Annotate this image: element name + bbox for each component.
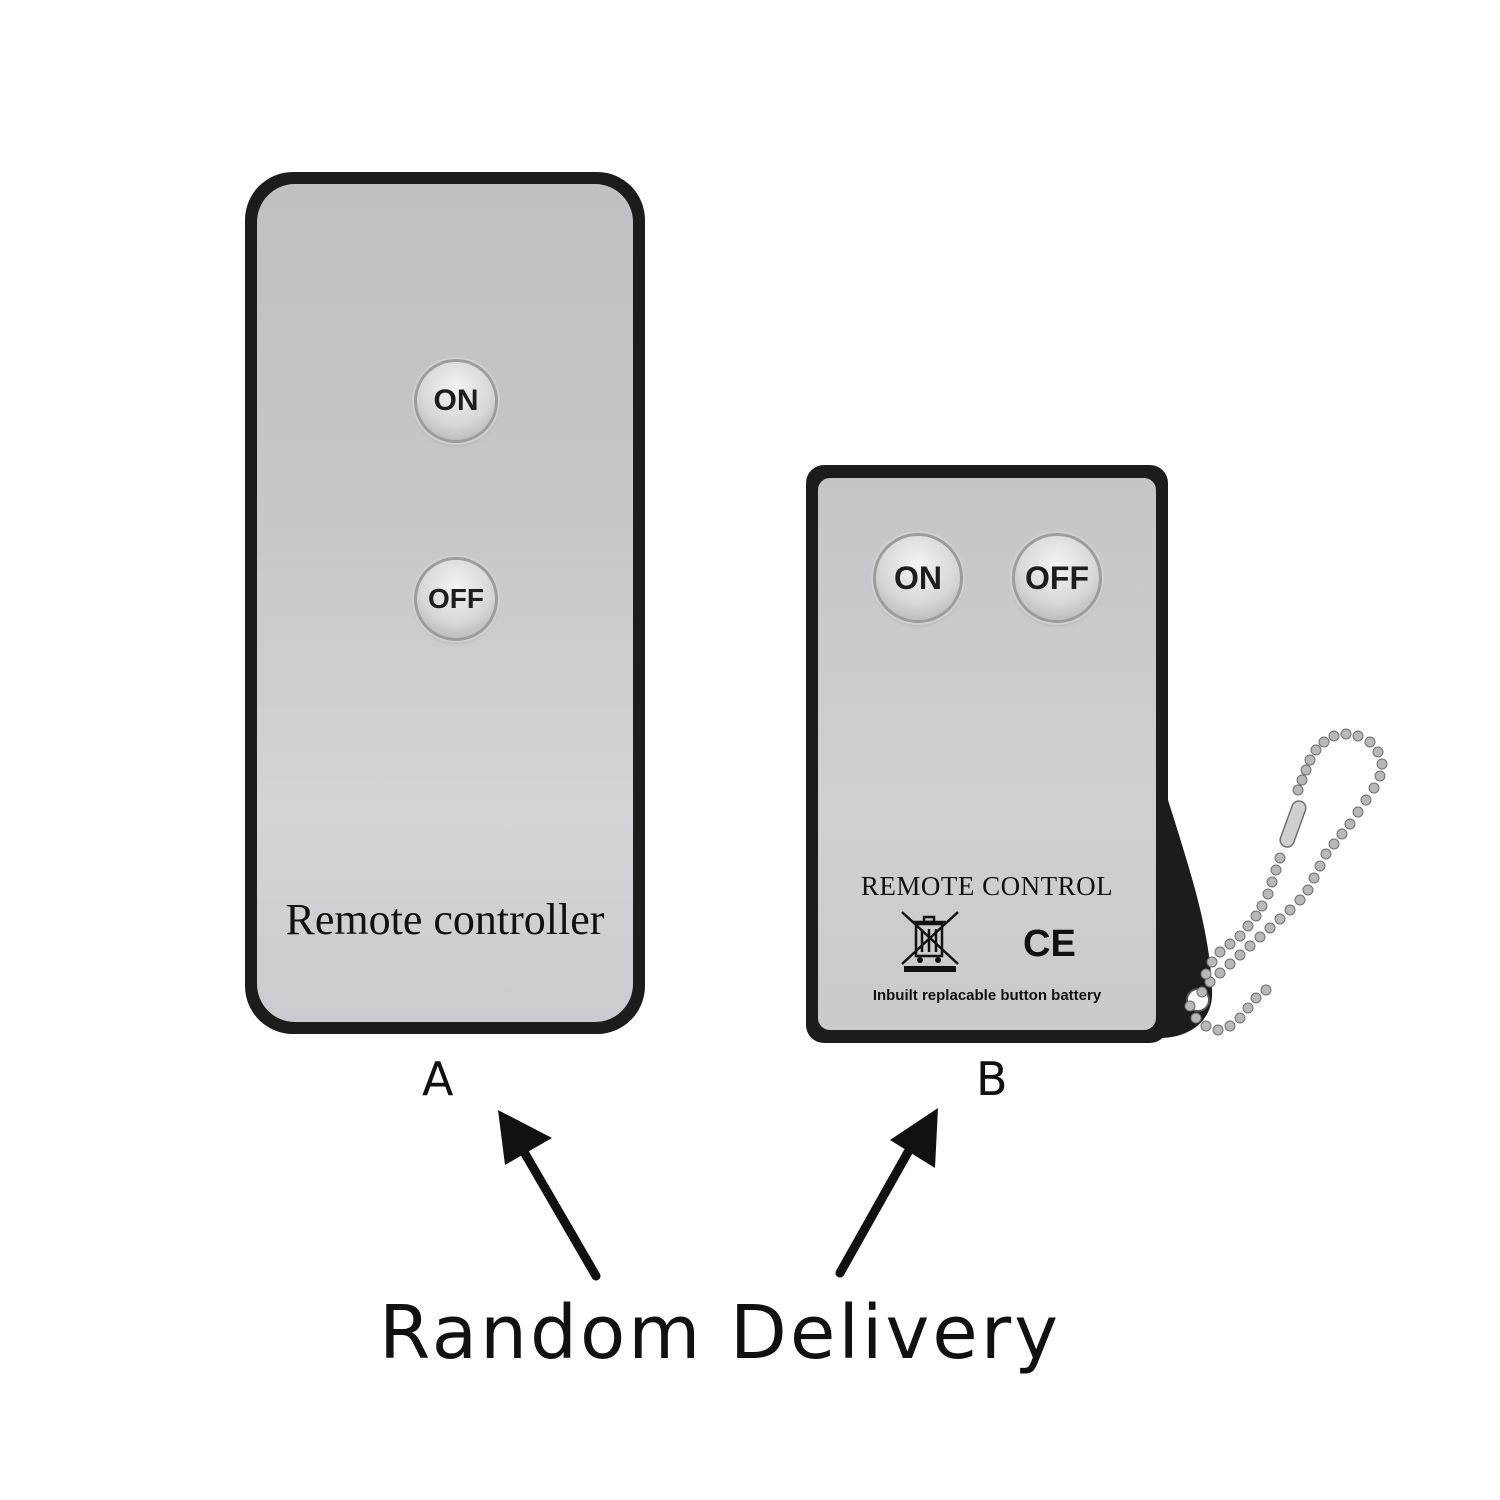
caption-text: Random Delivery xyxy=(378,1290,1062,1376)
remote-a-label: Remote controller xyxy=(285,895,605,944)
label-a: A xyxy=(422,1052,454,1106)
remote-b-on-label: ON xyxy=(894,559,942,596)
remote-a-face: ON OFF Remote controller xyxy=(257,184,633,1022)
arrow-up-right-icon xyxy=(835,1108,938,1278)
remote-b-face: ON OFF REMOTE CONTROL CE Inbuilt replaca… xyxy=(818,478,1156,1030)
caption: Random Delivery xyxy=(0,1290,1500,1376)
crossed-bin-icon xyxy=(901,911,959,972)
remote-b-on-button[interactable]: ON xyxy=(876,536,960,620)
ce-mark: CE xyxy=(1023,923,1076,965)
remote-a-on-label: ON xyxy=(433,384,479,417)
remote-b-off-button[interactable]: OFF xyxy=(1015,536,1099,620)
remote-a: ON OFF Remote controller xyxy=(245,172,645,1034)
arrows xyxy=(498,1108,938,1281)
remote-a-off-button[interactable]: OFF xyxy=(417,560,495,638)
label-b: B xyxy=(976,1052,1008,1106)
remote-b-off-label: OFF xyxy=(1025,559,1089,596)
arrow-up-left-icon xyxy=(498,1110,601,1281)
remote-a-on-button[interactable]: ON xyxy=(417,362,495,440)
remote-a-off-label: OFF xyxy=(428,583,484,614)
remote-b: ON OFF REMOTE CONTROL CE Inbuilt replaca… xyxy=(806,465,1168,1043)
remote-b-label: REMOTE CONTROL xyxy=(860,871,1114,901)
ball-chain-keyring xyxy=(1160,728,1388,1038)
battery-note: Inbuilt replacable button battery xyxy=(872,987,1102,1004)
